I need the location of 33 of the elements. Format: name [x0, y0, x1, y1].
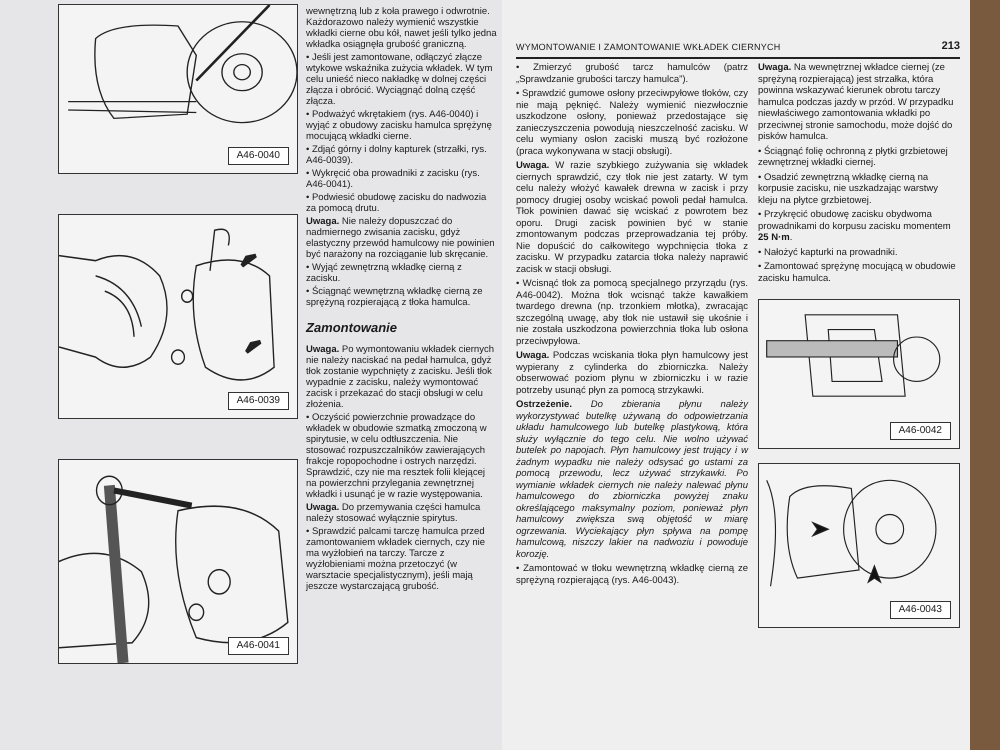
paragraph: • Podważyć wkrętakiem (rys. A46-0040) i wyjąć z obudowy zacisku hamulca sprężynę mocującą wkładki cierne. [306, 109, 493, 142]
page-number: 213 [942, 39, 960, 54]
paragraph: • Oczyścić powierzchnie prowadzące do wkładek w obudowie szmatką zmoczoną w spirytusie, w celu odtłuszczenia. Nie stosować rozpuszczalników zawierających frakcje ropopochodne i ostrych narzędzi. Sprawdzić, czy nie ma resztek folii klejącej na powierzchni przylegania zewnętrznej wkładki i usunąć je w razie występowania. [306, 412, 488, 500]
figure-number: A46-0040 [228, 147, 289, 165]
figure-number: A46-0041 [228, 637, 289, 655]
paragraph: • Sprawdzić gumowe osłony przeciwpyłowe tłoków, czy nie mają pęknięć. Należy wymienić niezwłocznie uszkodzone osłony, ponieważ przedostające się zanieczyszczenia powodują nieszczelność zacisku. W celu wymiany osłon zaciski muszą być rozłożone (praca wykonywana w stacji obsługi). [516, 88, 748, 157]
paragraph: Uwaga. Do przemywania części hamulca należy stosować wyłącznie spirytus. [306, 502, 482, 524]
figure-number: A46-0039 [228, 392, 289, 410]
paragraph: Uwaga. Nie należy dopuszczać do nadmiernego zwisania zacisku, gdyż elastyczny przewód hamulcowy nie powinien być narażony na rozciąganie lub skręcanie. [306, 216, 496, 260]
paragraph: • Wcisnąć tłok za pomocą specjalnego przyrządu (rys. A46-0042). Można tłok wcisnąć także kawałkiem twardego drewna (np. trzonkiem młotka), zwracając szczególną uwagę, aby tłok nie ustawił się ukośnie i nie została uszkodzona powierzchnia tłoka lub osłona przeciwpyłowa. [516, 278, 748, 347]
figure-number: A46-0042 [890, 422, 951, 440]
paragraph: • Wyjąć zewnętrzną wkładkę cierną z zacisku. [306, 262, 463, 284]
paragraph: • Nałożyć kapturki na prowadniki. [758, 246, 899, 258]
paragraph: • Osadzić zewnętrzną wkładkę cierną na korpusie zacisku, nie uszkadzając warstwy kleju na płytce grzbietowej. [758, 172, 940, 206]
running-header: WYMONTOWANIE I ZAMONTOWANIE WKŁADEK CIERNYCH [516, 41, 780, 54]
section-heading: Zamontowanie [306, 319, 398, 337]
paragraph: • Zmierzyć grubość tarcz hamulców (patrz „Sprawdzanie grubości tarczy hamulca”). [516, 62, 748, 85]
paragraph: • Ściągnąć folię ochronną z płytki grzbietowej zewnętrznej wkładki ciernej. [758, 146, 949, 168]
paragraph: • Jeśli jest zamontowane, odłączyć złącze wtykowe wskaźnika zużycia wkładek. W tym celu unieść nieco nakładkę w dolnej części złącza i obrócić. Wyciągnąć dolną część złącza. [306, 52, 494, 107]
paragraph: • Wykręcić oba prowadniki z zacisku (rys. A46-0041). [306, 168, 481, 190]
paragraph: • Podwiesić obudowę zacisku do nadwozia za pomocą drutu. [306, 192, 488, 214]
paragraph: Uwaga. Po wymontowaniu wkładek ciernych nie należy naciskać na pedał hamulca, gdyż tłok zostanie wypchnięty z zacisku. Jeśli tłok wypadnie z zacisku, należy wymontować zacisk i przekazać do stacji obsługi w celu złożenia. [306, 344, 495, 410]
paragraph: • Zamontować sprężynę mocującą w obudowie zacisku hamulca. [758, 261, 957, 284]
paragraph: • Zdjąć górny i dolny kapturek (strzałki, rys. A46-0039). [306, 144, 488, 166]
paragraph: Uwaga. Podczas wciskania tłoka płyn hamulcowy jest wypierany z cylinderka do zbiorniczka. Należy obserwować poziom płynu w zbiorniczku i w razie potrzeby usunąć płyn za pomocą strzykawki. [516, 350, 748, 396]
paragraph: Uwaga. W razie szybkiego zużywania się wkładek ciernych sprawdzić, czy tłok nie jest zatarty. W tym celu należy włożyć kawałek drewna w zacisk i przy pomocy drugiej osoby wciskać powoli pedał hamulca. Tłok powinien dawać się wciskać z powrotem bez oporu. Drugi zacisk powinien być w stanie zmontowanym podczas przeprowadzania tej próby. Nie dopuścić do całkowitego wypchnięcia tłoka z zacisku. W przypadku zatarcia tłoka należy naprawić zacisk w stacji obsługi. [516, 160, 748, 275]
paragraph: • Ściągnąć wewnętrzną wkładkę cierną ze sprężyną rozpierającą z tłoka hamulca. [306, 286, 484, 308]
paragraph: • Przykręcić obudowę zacisku obydwoma prowadnikami do korpusu zacisku momentem 25 N·m. [758, 209, 952, 244]
figure-number: A46-0043 [890, 601, 951, 619]
paragraph: • Sprawdzić palcami tarczę hamulca przed zamontowaniem wkładek ciernych, czy nie ma wyżłobień na tarczy. Tarcze z wyżłobieniami można przetoczyć (w warsztacie specjalistycznym), jeśli mają jeszcze wystarczającą grubość. [306, 526, 486, 592]
paragraph: • Zamontować w tłoku wewnętrzną wkładkę cierną ze sprężyną rozpierającą (rys. A46-0043). [516, 563, 748, 586]
paragraph: Uwaga. Na wewnętrznej wkładce ciernej (ze sprężyną rozpierającą) jest strzałka, która powinna wskazywać kierunek obrotu tarczy hamulca podczas jazdy w przód. W przypadku niewłaściwego zamontowania wkładki po przeciwnej stronie samochodu, może dojść do pisków hamulca. [758, 62, 954, 142]
paragraph: Ostrzeżenie. Do zbierania płynu należy wykorzystywać butelkę używaną do odpowietrzania układu hamulcowego lub butelkę plastykową, która służy wyłącznie do tego celu. Nie wolno używać butelek po napojach. Płyn hamulcowy jest trujący i w żadnym wypadku nie należy odsysać go ustami za pomocą przewodu, lecz używać strzykawki. Po wymianie wkładek ciernych nie należy nalewać płynu hamulcowego do zbiorniczka powyżej znaku określającego maksymalny poziom, ponieważ płyn hamulcowy zwiększa swą objętość w miarę ogrzewania. Wyciekający płyn spływa na pompę hamulcową, niszczy lakier na nadwoziu i powoduje korozję. [516, 399, 748, 560]
